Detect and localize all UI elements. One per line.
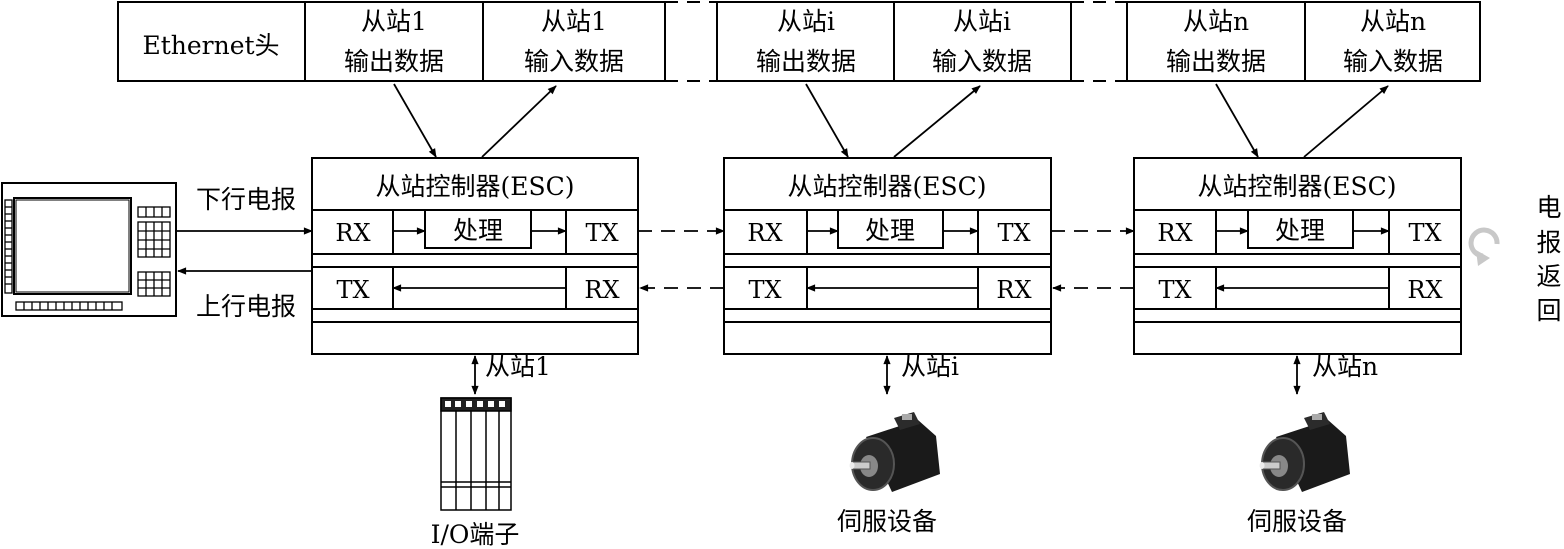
return-arrow-icon xyxy=(1468,227,1500,266)
esc-block-1 xyxy=(311,157,639,355)
slave1-link-label: 从站1 xyxy=(485,352,551,381)
servo-motor-icon-i xyxy=(849,412,940,492)
process-label-i: 处理 xyxy=(865,216,915,245)
return-label-char-1: 电 xyxy=(1536,193,1561,222)
ethernet-frame xyxy=(117,1,1481,82)
master-controller xyxy=(1,182,177,317)
tx-label-ib: TX xyxy=(748,276,781,304)
master-links xyxy=(176,227,313,275)
servo-motor-icon-n xyxy=(1259,412,1350,492)
inter-esc-dashed-links xyxy=(638,227,1135,292)
tx-label-1b: TX xyxy=(336,276,369,304)
servo-label-i: 伺服设备 xyxy=(837,507,937,536)
esc-block-i xyxy=(723,157,1052,355)
tx-label-1a: TX xyxy=(585,219,618,247)
tx-label-nb: TX xyxy=(1158,276,1191,304)
return-label-char-2: 报 xyxy=(1536,228,1561,257)
slavei-link-label: 从站i xyxy=(901,352,959,381)
return-label-char-3: 返 xyxy=(1536,262,1561,291)
tx-label-ia: TX xyxy=(997,219,1030,247)
rx-label-1a: RX xyxy=(335,219,370,247)
slave1-input-line1: 从站1 xyxy=(541,7,607,36)
esc-block-n xyxy=(1133,157,1462,355)
process-label-n: 处理 xyxy=(1275,216,1325,245)
rx-label-na: RX xyxy=(1157,219,1192,247)
servo-label-n: 伺服设备 xyxy=(1247,507,1347,536)
slavei-input-line2: 输入数据 xyxy=(932,47,1032,76)
device-links xyxy=(471,355,1301,395)
slaven-link-label: 从站n xyxy=(1312,352,1378,381)
downlink-label: 下行电报 xyxy=(196,185,296,214)
slave1-output-line1: 从站1 xyxy=(361,7,427,36)
rx-label-ib: RX xyxy=(996,276,1031,304)
slavei-output-line2: 输出数据 xyxy=(756,47,856,76)
ethernet-header-label: Ethernet头 xyxy=(142,31,279,60)
esc-title-i: 从站控制器(ESC) xyxy=(787,172,986,201)
rx-label-ia: RX xyxy=(747,219,782,247)
esc-title-1: 从站控制器(ESC) xyxy=(375,172,574,201)
io-terminal-label: I/O端子 xyxy=(431,520,520,549)
return-label-char-4: 回 xyxy=(1536,296,1561,325)
process-label-1: 处理 xyxy=(453,216,503,245)
uplink-label: 上行电报 xyxy=(196,292,296,321)
frame-gap-dashes xyxy=(665,1,1127,82)
frame-esc-arrows xyxy=(393,83,1389,158)
esc-title-n: 从站控制器(ESC) xyxy=(1197,172,1396,201)
slavei-output-line1: 从站i xyxy=(777,7,835,36)
tx-label-na: TX xyxy=(1408,219,1441,247)
slave1-input-line2: 输入数据 xyxy=(524,47,624,76)
slave1-output-line2: 输出数据 xyxy=(344,47,444,76)
slavei-input-line1: 从站i xyxy=(953,7,1011,36)
slaven-input-line1: 从站n xyxy=(1360,7,1426,36)
rx-label-1b: RX xyxy=(584,276,619,304)
esc-internal-arrows xyxy=(392,227,1390,292)
slaven-input-line2: 输入数据 xyxy=(1343,47,1443,76)
rx-label-nb: RX xyxy=(1407,276,1442,304)
slaven-output-line1: 从站n xyxy=(1183,7,1249,36)
slaven-output-line2: 输出数据 xyxy=(1166,47,1266,76)
io-terminal-icon xyxy=(440,397,512,511)
